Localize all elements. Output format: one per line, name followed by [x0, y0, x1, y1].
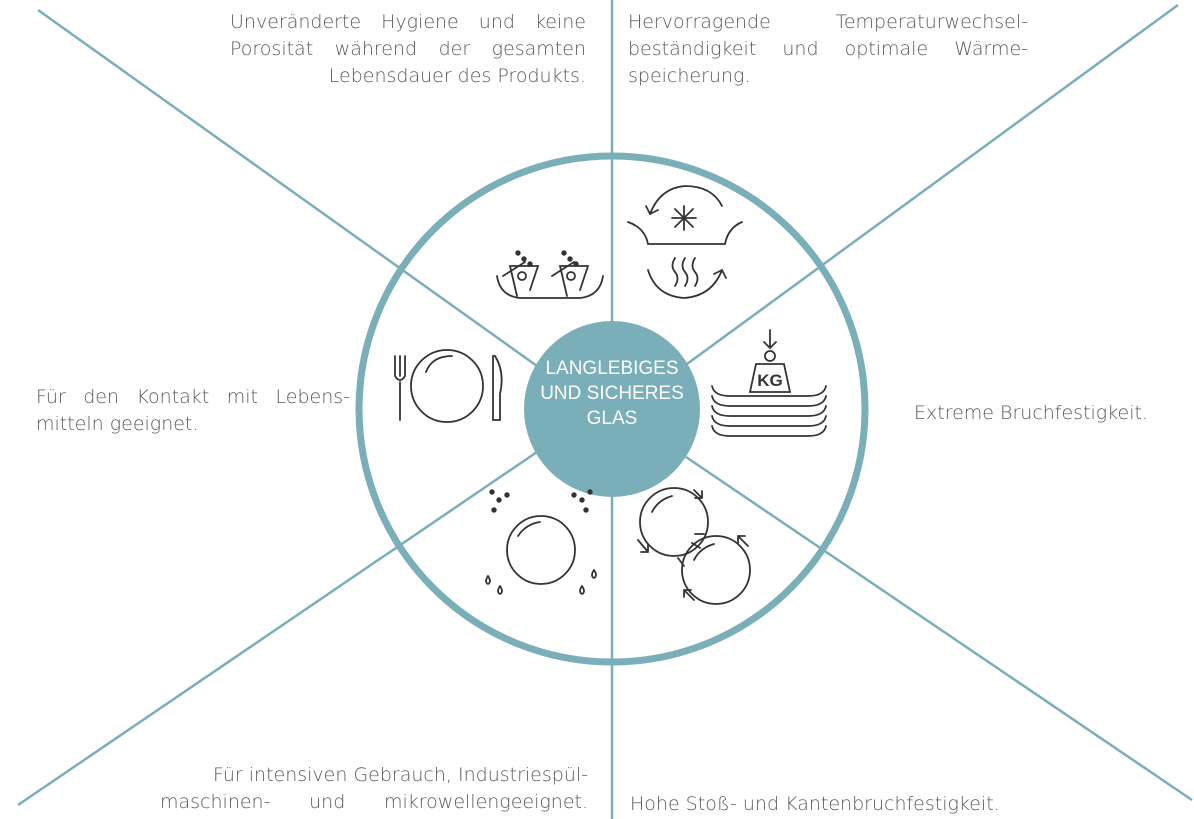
outer-ring [355, 152, 869, 666]
bubbles-dish-icon [496, 250, 604, 299]
center-title-line-3: GLAS [586, 408, 638, 429]
feature-breakage: Extreme Bruchfestigkeit. [914, 400, 1184, 427]
feature-food-contact: Für den Kontakt mit Lebens- mitteln geei… [36, 384, 350, 438]
feature-breakage-line: Extreme Bruchfestigkeit. [914, 402, 1148, 424]
center-title-line-2: UND SICHERES [540, 383, 684, 404]
feature-food-contact-line: mitteln geeignet. [36, 413, 199, 435]
hot-cold-cycle-icon [627, 185, 743, 299]
feature-temperature-line: Hervorragende Temperaturwechsel- [628, 11, 1028, 33]
divider-bottom-left [17, 450, 538, 807]
divider-top-right [686, 3, 1179, 366]
center-title-line-1: LANGLEBIGES [545, 358, 679, 379]
feature-hygiene-line: Porosität während der gesamten [230, 38, 586, 60]
weight-label: KG [757, 371, 783, 390]
weight-on-stacked-plates-icon [711, 329, 827, 437]
feature-temperature: Hervorragende Temperaturwechsel- beständ… [628, 9, 1028, 90]
plate-water-drops-icon [485, 489, 597, 596]
center-title: LANGLEBIGES UND SICHERES GLAS [528, 356, 696, 431]
feature-hygiene-line: Lebensdauer des Produkts. [328, 65, 586, 87]
divider-top-left [37, 8, 538, 368]
feature-food-contact-line: Für den Kontakt mit Lebens- [36, 386, 350, 408]
center-disc [524, 321, 700, 497]
feature-impact: Hohe Stoß- und Kantenbruchfestigkeit. [630, 791, 1090, 818]
feature-temperature-line: speicherung. [628, 65, 751, 87]
feature-hygiene: Unveränderte Hygiene und keine Porosität… [230, 9, 586, 90]
feature-dishwasher-line: maschinen- und mikrowellengeeignet. [160, 791, 588, 813]
feature-dishwasher-line: Für intensiven Gebrauch, Industriespül- [212, 764, 588, 786]
feature-dishwasher: Für intensiven Gebrauch, Industriespül- … [160, 762, 588, 816]
divider-bottom-right [685, 455, 1193, 802]
divider-lines [17, 0, 1193, 819]
colliding-plates-icon [637, 487, 751, 605]
feature-hygiene-line: Unveränderte Hygiene und keine [230, 11, 586, 33]
feature-impact-line: Hohe Stoß- und Kantenbruchfestigkeit. [630, 793, 1000, 815]
feature-temperature-line: beständigkeit und optimale Wärme- [628, 38, 1028, 60]
plate-cutlery-icon [394, 349, 503, 423]
